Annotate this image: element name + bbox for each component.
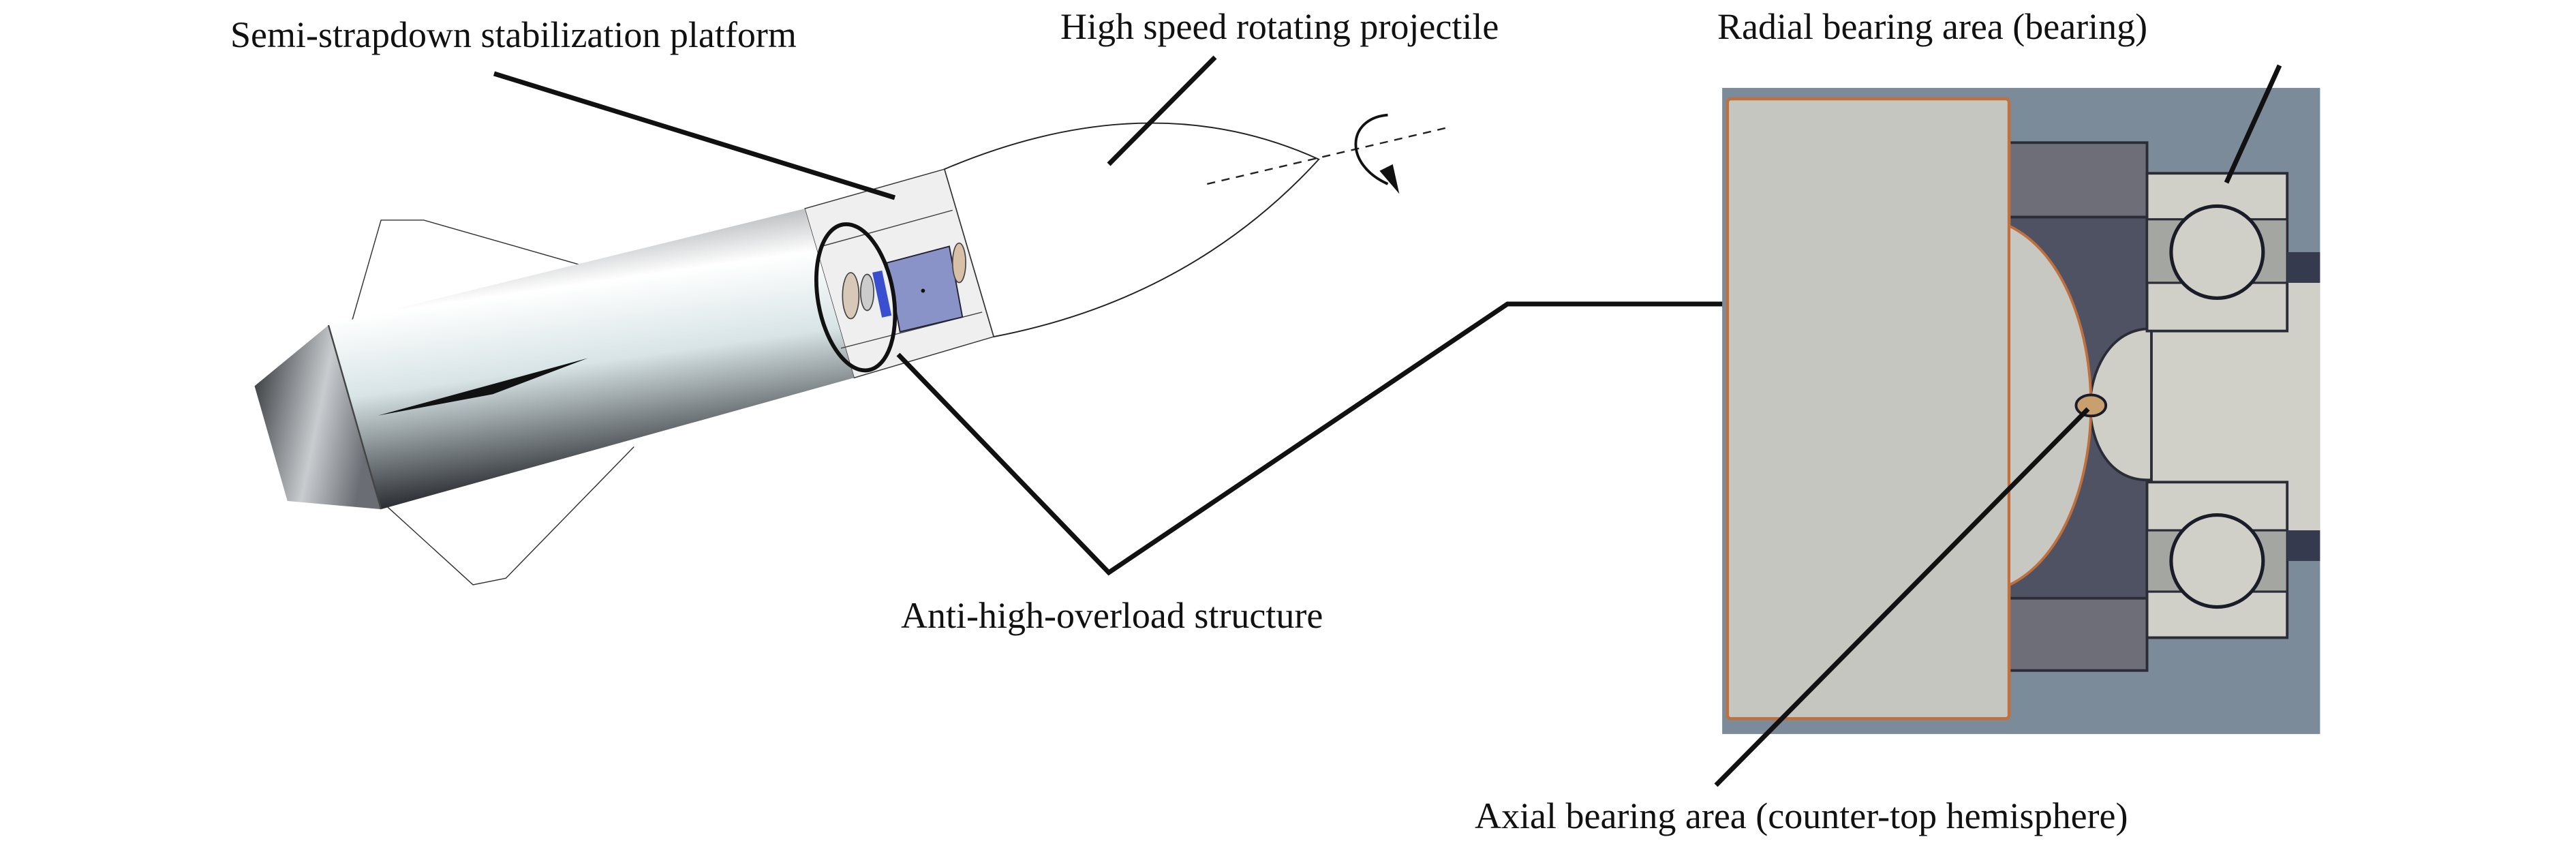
label-anti-overload: Anti-high-overload structure <box>901 595 1323 636</box>
leader-platform <box>493 71 896 200</box>
bearing-detail <box>1722 87 2320 734</box>
radial-bearing-bottom <box>2145 481 2320 639</box>
rotation-arrow-icon <box>1354 113 1389 185</box>
blue-shaft <box>872 270 892 318</box>
bearing-disc-left <box>842 272 860 320</box>
bearing-disc-mid <box>859 273 874 311</box>
leader-radial <box>2224 64 2282 184</box>
tail-cap <box>254 325 382 510</box>
leader-axial <box>1714 407 2090 787</box>
cap-ring <box>327 324 382 510</box>
radial-bearing-top <box>2145 172 2320 333</box>
label-projectile: High speed rotating projectile <box>1060 6 1499 47</box>
projectile <box>254 113 1446 585</box>
leader-lines <box>493 55 1723 576</box>
top-fin <box>349 219 585 329</box>
center-dot <box>921 288 925 293</box>
label-axial-bearing: Axial bearing area (counter-top hemisphe… <box>1475 795 2128 836</box>
bearing-disc-right <box>951 242 966 284</box>
leader-anti-overload <box>896 301 1723 576</box>
leader-projectile <box>1107 55 1217 166</box>
bottom-fin <box>380 446 634 585</box>
spin-axis <box>1207 127 1446 185</box>
gimbal-block <box>886 245 964 333</box>
highlight-ellipse <box>814 222 898 373</box>
platform-rail-top <box>821 209 953 247</box>
nose-ogive <box>943 122 1320 338</box>
housing-top-block <box>2005 141 2149 219</box>
label-radial-bearing: Radial bearing area (bearing) <box>1717 6 2148 47</box>
contact-point <box>2074 393 2108 418</box>
plate <box>1726 97 2011 720</box>
label-platform: Semi-strapdown stabilization platform <box>230 14 797 55</box>
fin-slot <box>378 358 588 416</box>
cylinder-body <box>328 209 855 510</box>
rotation-arrowhead <box>1379 164 1400 194</box>
housing-bottom-block <box>2005 596 2149 672</box>
